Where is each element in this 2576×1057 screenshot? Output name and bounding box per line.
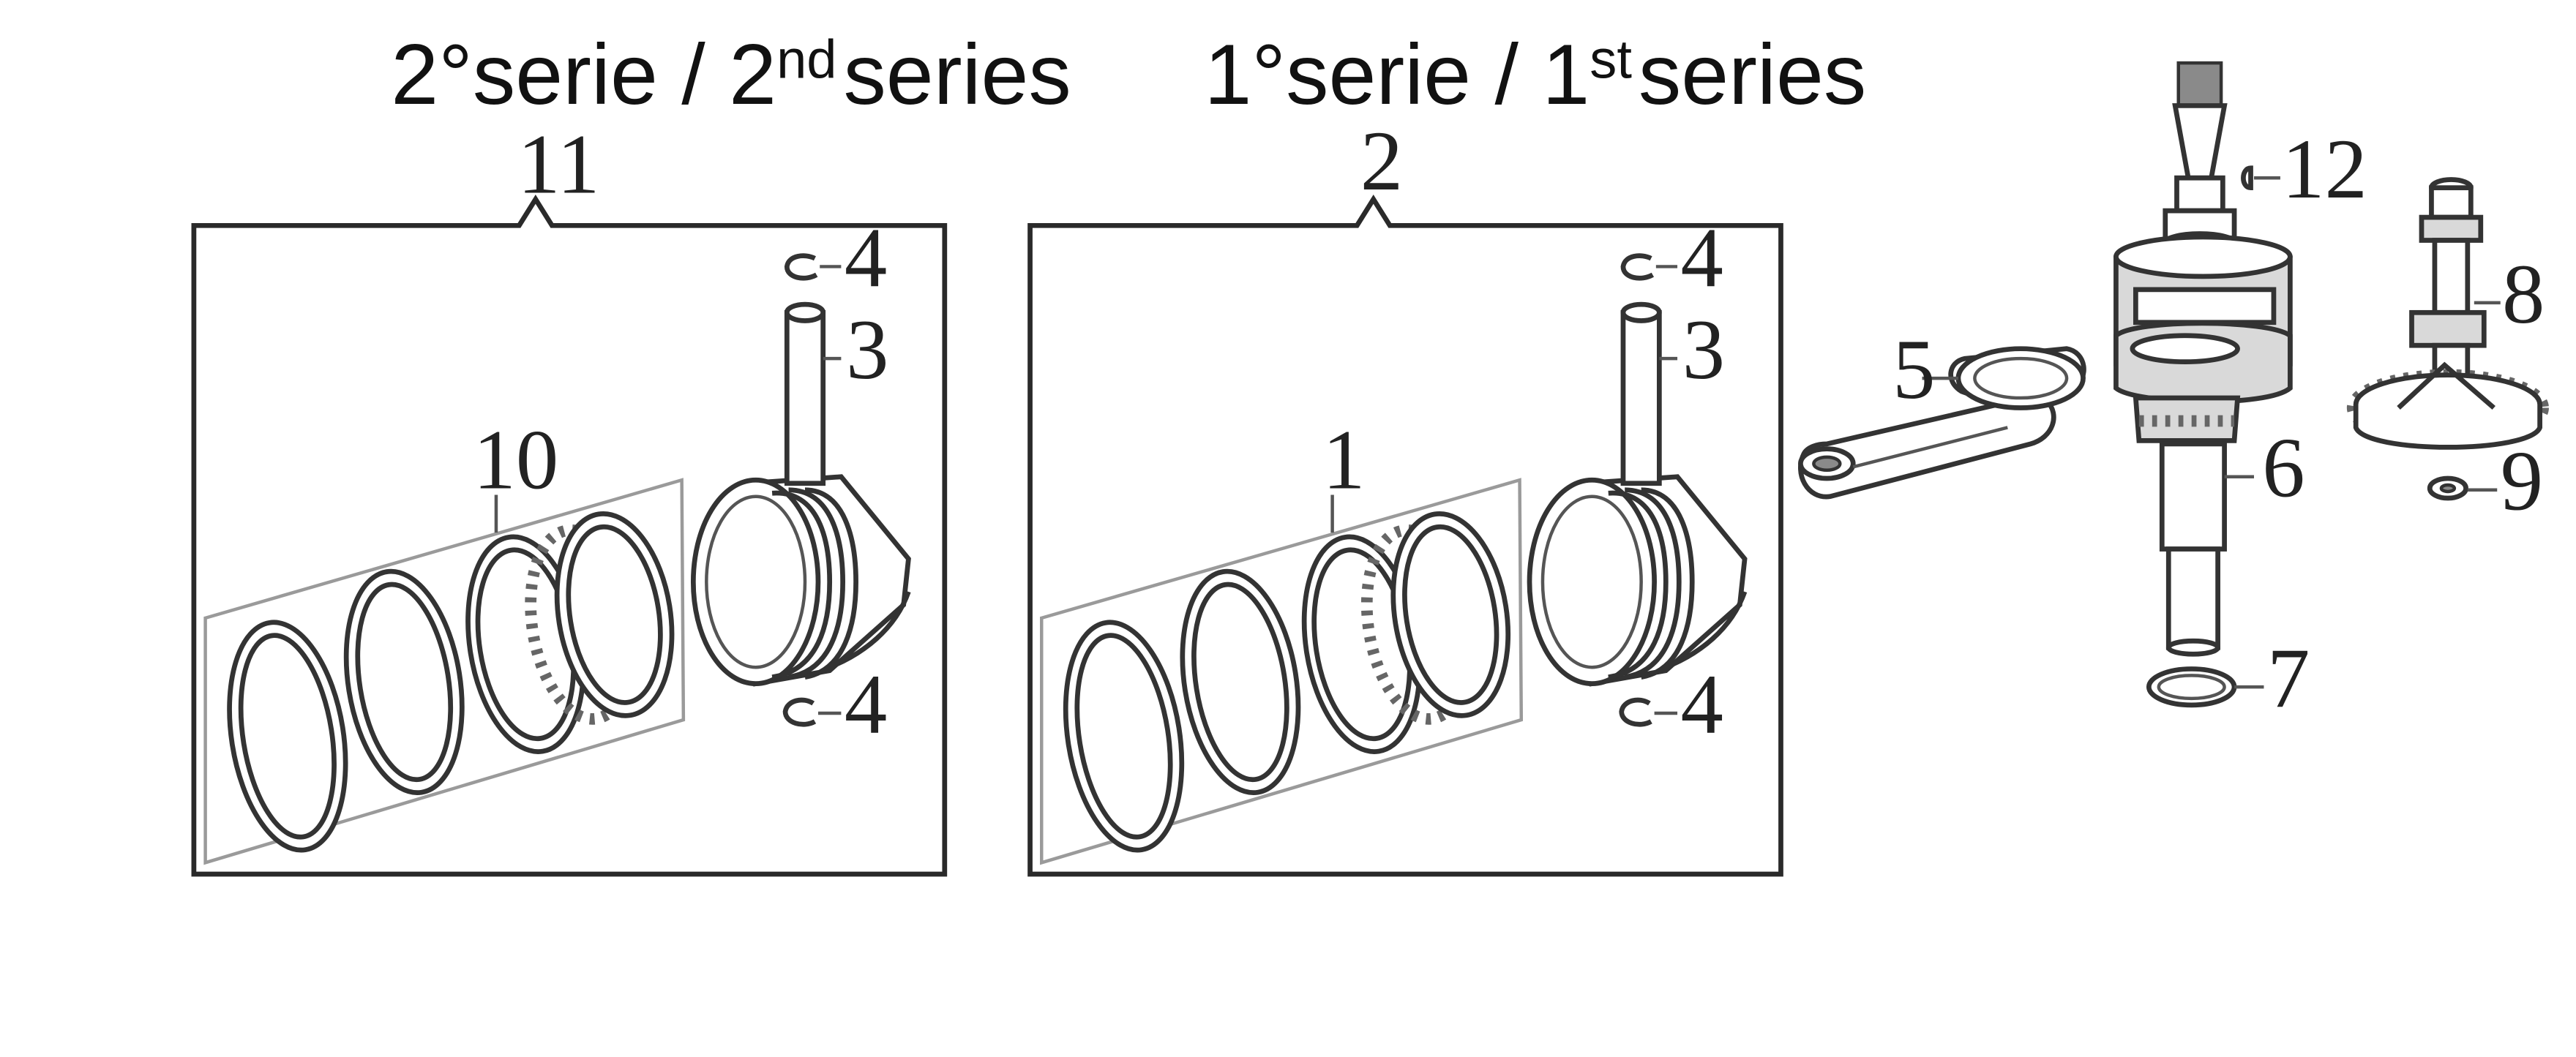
callout-washer: 9 [2501, 435, 2543, 529]
piston-icon [690, 474, 911, 687]
callout-key: 12 [2282, 122, 2367, 217]
callout-piston-pin-first: 3 [1682, 303, 1725, 397]
circlip-icon [1620, 253, 1655, 281]
callout-ring-set-second-series: 10 [473, 413, 559, 507]
piston-ring-icon [203, 478, 686, 865]
callout-ring-set-first-series: 1 [1322, 413, 1365, 507]
callout-camshaft: 8 [2502, 247, 2545, 342]
first-series-group-frame [1027, 195, 1783, 877]
crankshaft-icon [2113, 61, 2293, 657]
circlip-icon [782, 697, 817, 727]
callout-circlip-upper-second: 4 [845, 211, 887, 305]
callout-oil-seal: 7 [2267, 631, 2310, 726]
woodruff-key-icon [2241, 165, 2253, 191]
circlip-icon [784, 253, 818, 281]
callout-piston-pin-second: 3 [846, 303, 888, 397]
circlip-icon [1619, 697, 1652, 727]
first-series-piston-group: 2 1 4 [1027, 114, 1783, 877]
callout-group-first-series: 2 [1360, 114, 1403, 208]
piston-icon [1527, 474, 1748, 687]
second-series-group-frame [191, 195, 948, 877]
piston-ring-icon [1040, 478, 1524, 865]
callout-group-second-series: 11 [517, 117, 599, 211]
callout-circlip-upper-first: 4 [1681, 211, 1723, 305]
callout-connecting-rod: 5 [1892, 323, 1935, 417]
second-series-piston-group: 11 10 4 [191, 117, 948, 877]
washer-icon [2427, 475, 2468, 501]
camshaft-gear-icon [2346, 177, 2549, 450]
callout-crankshaft: 6 [2262, 421, 2304, 516]
callout-circlip-lower-second: 4 [845, 658, 887, 752]
piston-pin-icon [784, 301, 826, 486]
oil-seal-icon [2146, 666, 2237, 708]
connecting-rod-icon [1798, 346, 2086, 500]
callout-circlip-lower-first: 4 [1681, 658, 1723, 752]
piston-pin-icon [1620, 301, 1662, 486]
